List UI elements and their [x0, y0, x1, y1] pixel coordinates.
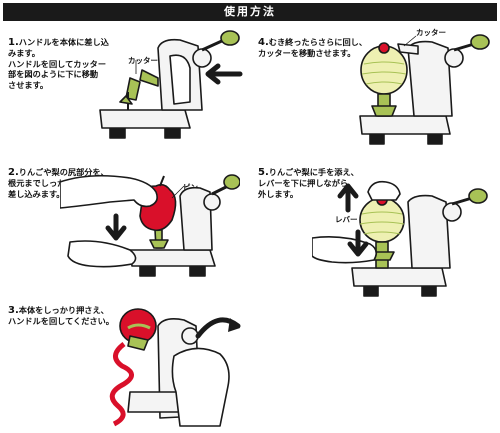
cutter-label-step1: カッター	[128, 56, 158, 65]
step-1-illustration	[99, 30, 243, 139]
step-1-text: 1.ハンドルを本体に差し込 みます。 ハンドルを回してカッター 部を図のように下…	[8, 26, 138, 90]
step-4-illustration	[359, 34, 490, 145]
lever-label: レバー	[335, 215, 358, 224]
step-2-description: りんごや梨の尻部分を、 根元までしっかりピンに 差し込みます。	[8, 166, 109, 199]
step-5-illustration	[312, 180, 488, 297]
cutter-label-step4: カッター	[416, 28, 446, 37]
step-4-text: 4.むき終ったらさらに回し、 カッターを移動させます。	[258, 26, 408, 59]
step-4-number: 4.	[258, 36, 269, 48]
step-1-number: 1.	[8, 36, 19, 48]
step-2-number: 2.	[8, 166, 19, 178]
step-5-description: りんごや梨に手を添え、 レバーを下に押しながら 外します。	[258, 166, 359, 199]
step-2-text: 2.りんごや梨の尻部分を、 根元までしっかりピンに 差し込みます。	[8, 156, 148, 199]
instructions-title: 使用方法	[3, 3, 497, 21]
step-3-description: 本体をしっかり押さえ、 ハンドルを回してください。	[8, 304, 114, 327]
step-3-illustration	[109, 308, 241, 427]
step-3-text: 3.本体をしっかり押さえ、 ハンドルを回してください。	[8, 294, 168, 327]
step-5-number: 5.	[258, 166, 269, 178]
step-3-number: 3.	[8, 304, 19, 316]
step-4-description: むき終ったらさらに回し、 カッターを移動させます。	[258, 36, 368, 59]
step-2-illustration	[60, 174, 240, 277]
step-1-description: ハンドルを本体に差し込 みます。 ハンドルを回してカッター 部を図のように下に移…	[8, 36, 109, 90]
step-5-text: 5.りんごや梨に手を添え、 レバーを下に押しながら 外します。	[258, 156, 408, 199]
